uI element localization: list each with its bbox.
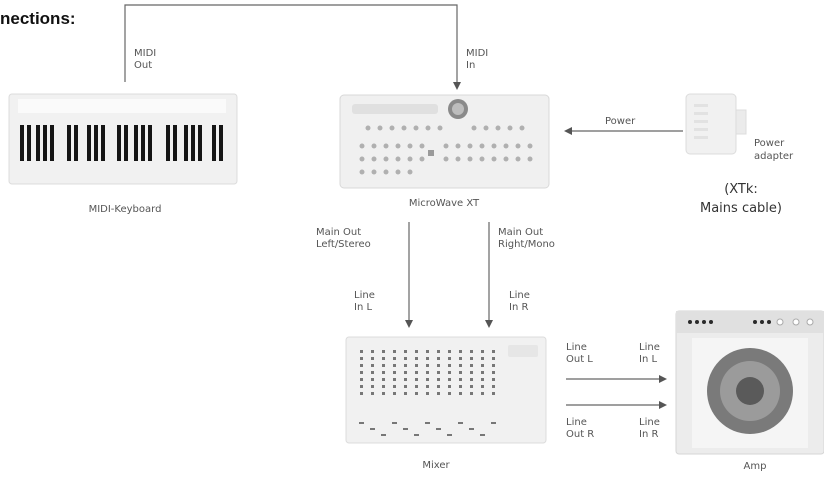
- power-label: Power: [605, 116, 635, 128]
- midi-cable: [125, 5, 457, 88]
- amp-line-in-l-label: Line In L: [639, 342, 660, 366]
- amp-caption: Amp: [730, 461, 780, 472]
- microwave-xt-device: [340, 95, 549, 188]
- amp-line-in-r-label: Line In R: [639, 417, 660, 441]
- mixer-line-in-l-label: Line In L: [354, 290, 375, 314]
- midi-keyboard-caption: MIDI-Keyboard: [70, 204, 180, 215]
- mixer-caption: Mixer: [406, 460, 466, 471]
- xtk-note-line1: (XTk:: [693, 180, 789, 199]
- power-adapter-caption-1: Power: [754, 138, 784, 150]
- power-adapter-device: [686, 94, 746, 154]
- amp-device: [676, 311, 824, 454]
- midi-out-label: MIDI Out: [134, 48, 156, 72]
- xtk-note-line2: Mains cable): [681, 199, 801, 218]
- line-out-r-label: Line Out R: [566, 417, 594, 441]
- microwave-xt-caption: MicroWave XT: [384, 198, 504, 209]
- midi-keyboard-device: [9, 94, 237, 184]
- power-adapter-caption-2: adapter: [754, 151, 793, 163]
- main-out-right-label: Main Out Right/Mono: [498, 227, 555, 251]
- midi-in-label: MIDI In: [466, 48, 488, 72]
- main-out-left-label: Main Out Left/Stereo: [316, 227, 371, 251]
- mixer-line-in-r-label: Line In R: [509, 290, 530, 314]
- mixer-device: [346, 337, 546, 443]
- line-out-l-label: Line Out L: [566, 342, 593, 366]
